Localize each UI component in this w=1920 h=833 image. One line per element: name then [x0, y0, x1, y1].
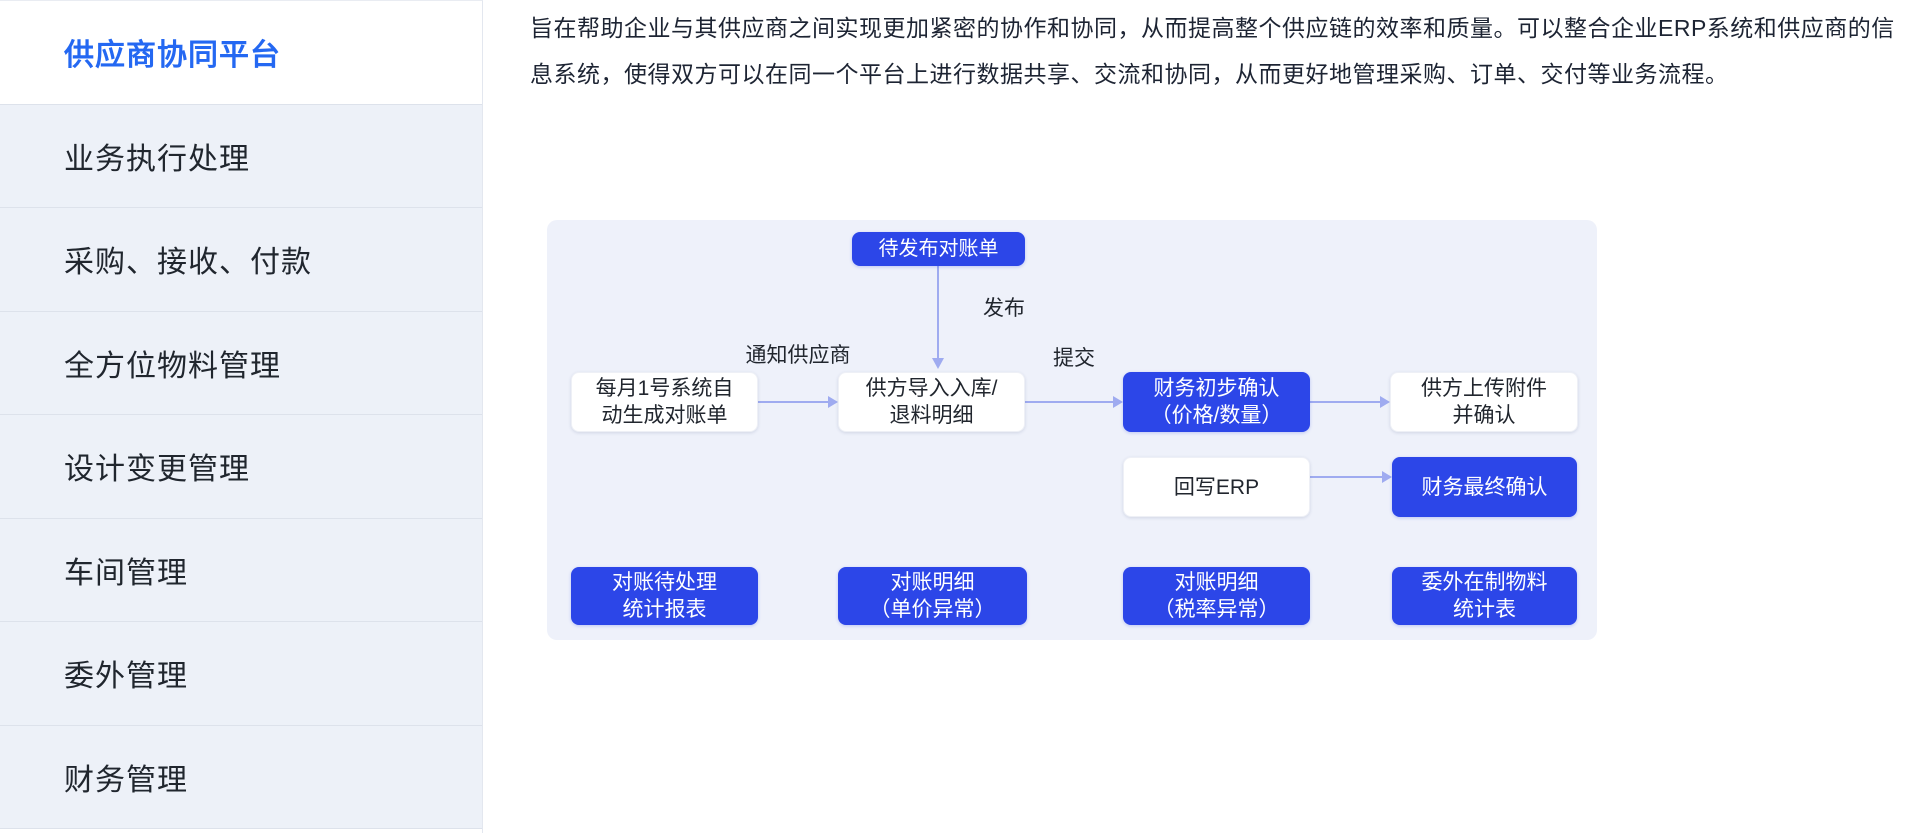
node-line: 财务初步确认	[1153, 377, 1280, 400]
flow-node-write-back-erp: 回写ERP	[1123, 457, 1310, 517]
edge-label-notify-supplier: 通知供应商	[745, 344, 851, 367]
platform-description: 旨在帮助企业与其供应商之间实现更加紧密的协作和协同，从而提高整个供应链的效率和质…	[530, 15, 1895, 87]
node-line: （税率异常）	[1153, 598, 1280, 621]
node-line: 退料明细	[889, 404, 974, 427]
node-line: 对账明细	[890, 571, 975, 594]
sidebar-item-supplier-platform[interactable]: 供应商协同平台	[0, 1, 482, 105]
sidebar: 供应商协同平台 业务执行处理 采购、接收、付款 全方位物料管理 设计变更管理 车…	[0, 0, 483, 833]
node-line: 动生成对账单	[601, 404, 728, 427]
node-line: 每月1号系统自	[595, 377, 734, 400]
sidebar-item-label: 全方位物料管理	[64, 349, 281, 383]
sidebar-item-material-management[interactable]: 全方位物料管理	[0, 311, 482, 415]
sidebar-item-purchase-receive-pay[interactable]: 采购、接收、付款	[0, 208, 482, 312]
flow-node-auto-generate-statement: 每月1号系统自 动生成对账单	[571, 372, 758, 432]
node-line: （价格/数量）	[1150, 404, 1283, 427]
flow-arrows	[758, 266, 1392, 483]
flow-node-outsourcing-wip-report: 委外在制物料 统计表	[1392, 567, 1577, 625]
flow-node-finance-final-confirm: 财务最终确认	[1392, 457, 1577, 517]
sidebar-item-label: 采购、接收、付款	[64, 246, 312, 280]
node-line: 供方导入入库/	[865, 377, 998, 400]
flow-node-pending-statement: 待发布对账单	[852, 232, 1025, 266]
sidebar-item-business-execution[interactable]: 业务执行处理	[0, 104, 482, 208]
flowchart-panel: 发布 通知供应商 提交 待发布对账单 每月1号系统自 动生成对账单 供方导入入库…	[547, 220, 1597, 640]
flow-node-pending-report: 对账待处理 统计报表	[571, 567, 758, 625]
flow-node-supplier-import: 供方导入入库/ 退料明细	[838, 372, 1025, 432]
flow-node-detail-tax-rate-exception: 对账明细 （税率异常）	[1123, 567, 1310, 625]
sidebar-item-label: 设计变更管理	[64, 453, 250, 487]
node-line: （单价异常）	[869, 598, 996, 621]
node-line: 对账明细	[1174, 571, 1259, 594]
node-line: 委外在制物料	[1421, 571, 1548, 594]
node-line: 财务最终确认	[1421, 475, 1548, 499]
flow-node-detail-unit-price-exception: 对账明细 （单价异常）	[838, 567, 1027, 625]
node-line: 供方上传附件	[1421, 377, 1547, 400]
node-line: 统计报表	[622, 598, 707, 621]
flow-node-supplier-upload-confirm: 供方上传附件 并确认	[1390, 372, 1578, 432]
sidebar-item-workshop-management[interactable]: 车间管理	[0, 518, 482, 622]
sidebar-item-label: 供应商协同平台	[64, 39, 281, 73]
sidebar-item-label: 车间管理	[64, 556, 188, 590]
sidebar-item-design-change[interactable]: 设计变更管理	[0, 415, 482, 519]
node-line: 对账待处理	[612, 571, 717, 594]
node-line: 统计表	[1453, 598, 1516, 621]
node-line: 回写ERP	[1173, 475, 1260, 499]
edge-label-publish: 发布	[983, 297, 1025, 320]
sidebar-item-finance-management[interactable]: 财务管理	[0, 725, 482, 829]
sidebar-item-label: 业务执行处理	[64, 142, 250, 176]
node-line: 并确认	[1452, 404, 1516, 427]
node-line: 待发布对账单	[878, 237, 999, 260]
sidebar-item-label: 财务管理	[64, 763, 188, 797]
edge-label-submit: 提交	[1053, 347, 1095, 370]
flow-node-finance-initial-confirm: 财务初步确认 （价格/数量）	[1123, 372, 1310, 432]
sidebar-item-label: 委外管理	[64, 660, 188, 694]
sidebar-item-outsourcing-management[interactable]: 委外管理	[0, 622, 482, 726]
